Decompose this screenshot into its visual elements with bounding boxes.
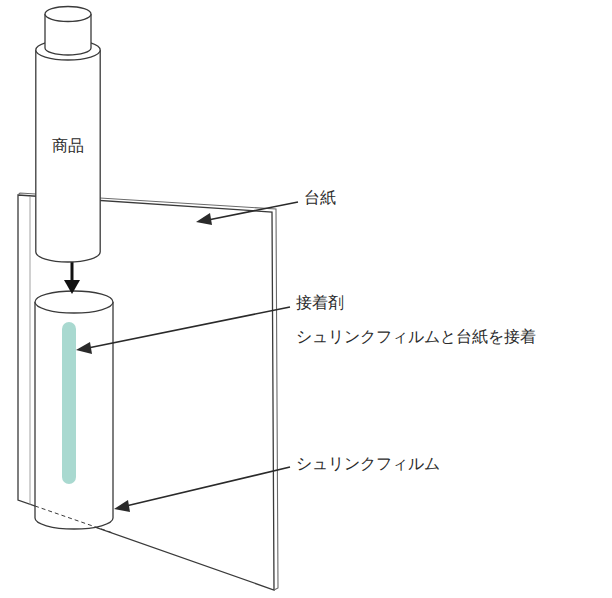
leader-line — [126, 467, 290, 506]
product-cap-top — [45, 7, 91, 22]
glue-stripe — [62, 322, 76, 484]
part-name: 接着剤 — [296, 293, 344, 314]
product-body — [36, 50, 100, 262]
hidden-card-edge — [35, 506, 113, 533]
shrink-film — [35, 302, 113, 529]
leader-line — [88, 307, 290, 348]
product-cylinder: 商品 — [35, 0, 101, 264]
leader-arrowhead — [196, 213, 212, 225]
insert-arrowhead — [64, 280, 80, 294]
leader-arrowhead — [114, 500, 130, 512]
film-top — [35, 291, 113, 313]
leader-arrowhead — [76, 342, 92, 354]
part-name: 台紙 — [304, 188, 336, 209]
product-label: 商品 — [35, 136, 101, 157]
card-fold — [30, 196, 31, 505]
note: シュリンクフィルムと台紙を接着 — [296, 327, 536, 348]
part-name: シュリンクフィルム — [296, 454, 440, 475]
insert-arrow — [71, 262, 74, 282]
leader-line — [208, 202, 298, 220]
product-outline — [35, 0, 101, 264]
